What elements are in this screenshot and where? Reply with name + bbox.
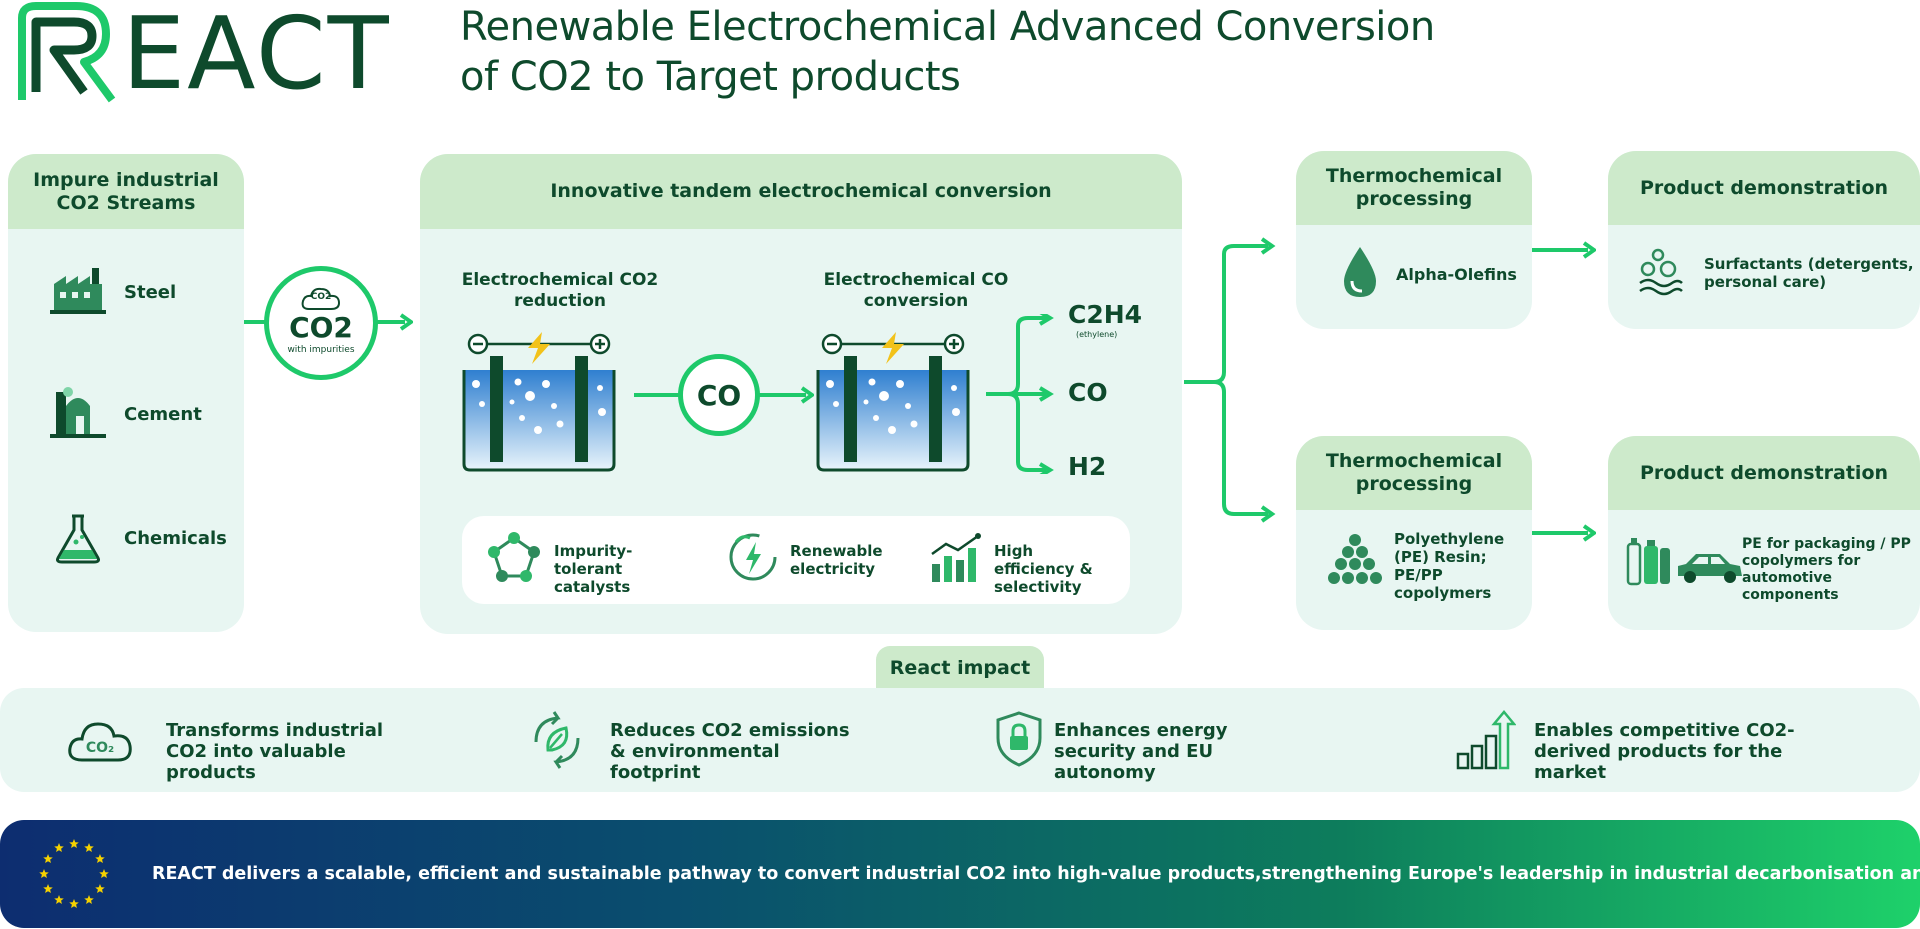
- conversion-title: Innovative tandem electrochemical conver…: [420, 154, 1182, 229]
- thermo-panel-2: Thermochemical processing Polyethylene (…: [1296, 436, 1532, 630]
- output-c2h4: C2H4: [1068, 300, 1143, 329]
- impact-2-label: Reduces CO2 emissions & environmental fo…: [610, 720, 850, 783]
- renewable-energy-icon: [729, 533, 777, 581]
- co2-node-cloud-label: CO2: [310, 292, 332, 302]
- co2-node: CO2 CO2 with impurities: [264, 266, 378, 380]
- banner-text: REACT delivers a scalable, efficient and…: [152, 864, 1920, 884]
- electrolyzer-cell-1-icon: [462, 332, 616, 472]
- arrow-thermo2-to-demo2: [1532, 524, 1596, 542]
- eu-star: [84, 843, 94, 853]
- eu-star: [39, 869, 49, 879]
- page-title-line2: of CO2 to Target products: [460, 54, 961, 100]
- eu-star: [43, 854, 53, 864]
- electrolyzer-cell-2-icon: [816, 332, 970, 472]
- shield-lock-icon: [996, 711, 1042, 767]
- cement-plant-icon: [50, 387, 106, 438]
- arrow-co-to-cell2: [758, 386, 814, 404]
- eu-star: [43, 884, 53, 894]
- demo-1-title: Product demonstration: [1608, 151, 1920, 225]
- bar-chart-icon: [931, 533, 981, 582]
- feature-catalysts-label: Impurity-tolerant catalysts: [554, 542, 633, 596]
- arrow-co2-to-conversion: [377, 313, 413, 331]
- factory-icon: [50, 268, 106, 314]
- bottles-car-icon: [1626, 538, 1742, 586]
- sources-panel: Impure industrial CO2 Streams Steel Ceme…: [8, 154, 244, 632]
- thermo-2-product: Polyethylene (PE) Resin; PE/PP copolymer…: [1394, 530, 1505, 602]
- thermo-panel-1: Thermochemical processing Alpha-Olefins: [1296, 151, 1532, 329]
- eu-star: [95, 854, 105, 864]
- impact-panel: CO₂ Transforms industrial CO2 into valua…: [0, 688, 1920, 792]
- stage1-label: Electrochemical CO2 reduction: [461, 270, 659, 311]
- co2-node-sub: with impurities: [287, 345, 355, 355]
- pellets-icon: [1328, 534, 1382, 584]
- demo-panel-1: Product demonstration Surfactants (deter…: [1608, 151, 1920, 329]
- stage2-label: Electrochemical CO conversion: [823, 270, 1009, 311]
- co2-cloud-small-icon: [301, 287, 341, 310]
- growth-chart-icon: [1456, 710, 1516, 770]
- catalyst-icon: [488, 532, 540, 582]
- impact-3-label: Enhances energy security and EU autonomy: [1054, 720, 1228, 783]
- co2-node-label: CO2: [289, 311, 353, 344]
- impact-4-label: Enables competitive CO2-derived products…: [1534, 720, 1795, 783]
- droplet-icon: [1344, 247, 1376, 297]
- flask-icon: [56, 514, 100, 564]
- demo-2-label: PE for packaging / PP copolymers for aut…: [1742, 536, 1911, 603]
- output-h2: H2: [1068, 452, 1107, 481]
- co2-cloud-icon: CO₂: [68, 722, 132, 762]
- leaf-recycle-icon: [534, 711, 580, 769]
- source-cement-label: Cement: [124, 404, 202, 425]
- page-title-line1: Renewable Electrochemical Advanced Conve…: [460, 4, 1435, 50]
- arrow-cell1-to-co: [634, 393, 686, 397]
- react-r-logo-icon: [18, 2, 116, 103]
- feature-electricity-label: Renewable electricity: [790, 542, 883, 578]
- source-steel-label: Steel: [124, 282, 177, 303]
- eu-star: [54, 843, 64, 853]
- thermo-1-title: Thermochemical processing: [1296, 151, 1532, 225]
- output-co: CO: [1068, 378, 1108, 407]
- feature-efficiency-label: High efficiency & selectivity: [994, 542, 1093, 596]
- eu-stars-icon: [39, 839, 109, 909]
- co-intermediate-label: CO: [696, 378, 742, 412]
- demo-panel-2: Product demonstration PE for packaging /…: [1608, 436, 1920, 630]
- demo-1-label: Surfactants (detergents, personal care): [1704, 255, 1914, 291]
- demo-2-title: Product demonstration: [1608, 436, 1920, 510]
- branch-to-thermo-arrows: [1184, 237, 1276, 523]
- output-c2h4-note: (ethylene): [1076, 330, 1118, 339]
- logo-text: EACT: [122, 0, 391, 112]
- bubbles-icon: [1639, 248, 1683, 296]
- conversion-panel: Innovative tandem electrochemical conver…: [420, 154, 1182, 634]
- eu-star: [95, 884, 105, 894]
- impact-1-label: Transforms industrial CO2 into valuable …: [166, 720, 384, 783]
- arrow-thermo1-to-demo1: [1532, 241, 1596, 259]
- sources-title: Impure industrial CO2 Streams: [8, 154, 244, 229]
- co-intermediate-node: CO: [678, 354, 760, 436]
- eu-star: [84, 894, 94, 905]
- svg-text:CO₂: CO₂: [86, 740, 114, 756]
- eu-star: [99, 869, 109, 879]
- thermo-2-title: Thermochemical processing: [1296, 436, 1532, 510]
- source-chemicals-label: Chemicals: [124, 528, 227, 549]
- eu-star: [69, 839, 79, 849]
- features-strip: Impurity-tolerant catalysts Renewable el…: [462, 516, 1130, 604]
- logo: EACT: [14, 0, 404, 105]
- output-branch-arrows: [986, 314, 1054, 474]
- eu-star: [54, 894, 64, 905]
- summary-banner: REACT delivers a scalable, efficient and…: [0, 820, 1920, 928]
- thermo-1-product: Alpha-Olefins: [1396, 265, 1517, 284]
- impact-title: React impact: [876, 646, 1044, 690]
- eu-star: [69, 899, 79, 909]
